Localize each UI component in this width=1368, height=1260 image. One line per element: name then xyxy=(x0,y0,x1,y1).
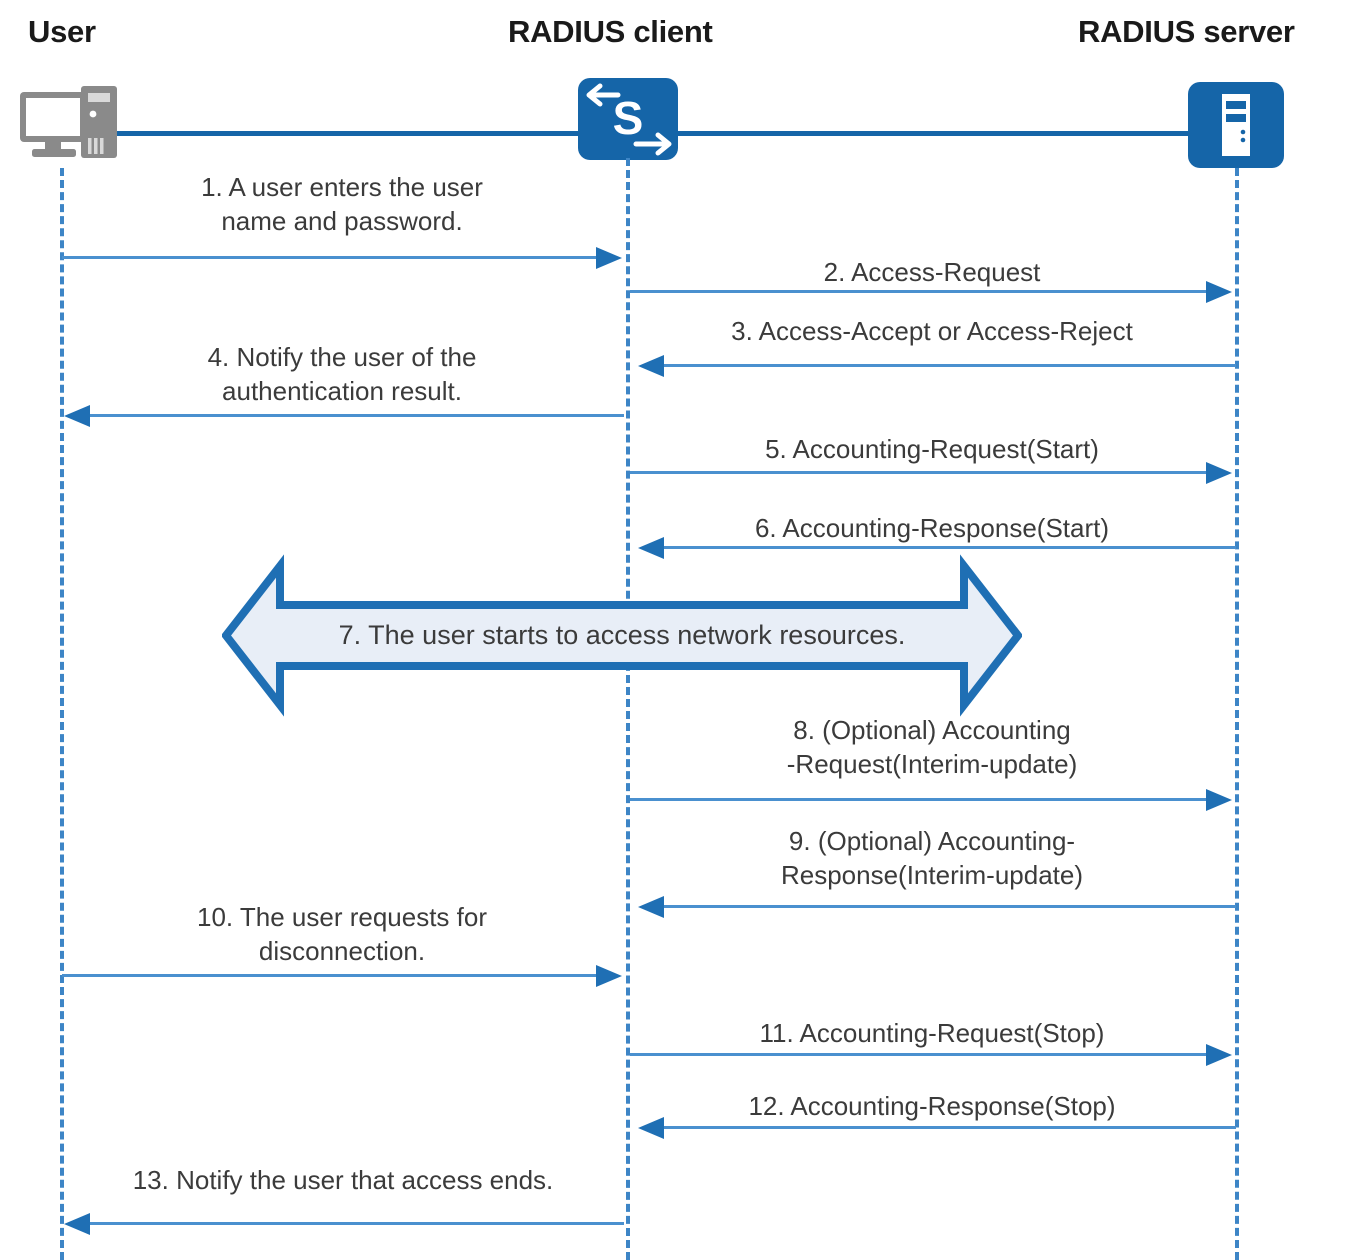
message-4-arrowhead xyxy=(64,405,90,427)
message-3-label: 3. Access-Accept or Access-Reject xyxy=(731,316,1133,346)
link-user-to-client xyxy=(104,131,582,136)
link-client-to-server xyxy=(672,131,1190,136)
column-title-client: RADIUS client xyxy=(508,14,713,49)
message-13-line xyxy=(90,1222,624,1225)
message-11-label: 11. Accounting-Request(Stop) xyxy=(759,1018,1105,1048)
message-12-line xyxy=(664,1126,1236,1129)
message-2-arrowhead xyxy=(1206,281,1232,303)
message-8-arrowhead xyxy=(1206,789,1232,811)
desktop-computer-icon xyxy=(14,80,122,170)
message-12-arrowhead xyxy=(638,1117,664,1139)
message-8-line xyxy=(630,798,1206,801)
message-6-arrowhead xyxy=(638,537,664,559)
message-4-label: 4. Notify the user of the authentication… xyxy=(207,342,477,407)
message-10-label: 10. The user requests for disconnection. xyxy=(196,902,487,967)
switch-icon: S xyxy=(578,78,678,160)
message-1-line xyxy=(62,256,596,259)
message-1-label: 1. A user enters the user name and passw… xyxy=(201,172,483,237)
message-8-label: 8. (Optional) Accounting -Request(Interi… xyxy=(786,715,1078,780)
message-6-label: 6. Accounting-Response(Start) xyxy=(754,513,1110,543)
svg-text:S: S xyxy=(613,92,644,144)
message-2-line xyxy=(630,290,1206,293)
message-11-arrowhead xyxy=(1206,1044,1232,1066)
lifeline-server xyxy=(1235,168,1239,1260)
message-9-label: 9. (Optional) Accounting- Response(Inter… xyxy=(780,826,1084,891)
message-3-line xyxy=(664,364,1236,367)
message-10-arrowhead xyxy=(596,965,622,987)
column-title-user: User xyxy=(28,14,96,49)
message-9-line xyxy=(664,905,1236,908)
message-13-arrowhead xyxy=(64,1213,90,1235)
message-5-line xyxy=(630,471,1206,474)
message-6-line xyxy=(664,546,1236,549)
lifeline-user xyxy=(60,168,64,1260)
server-icon xyxy=(1188,82,1284,168)
message-4-line xyxy=(90,414,624,417)
message-13-label: 13. Notify the user that access ends. xyxy=(132,1165,554,1195)
message-1-arrowhead xyxy=(596,247,622,269)
lifeline-client xyxy=(626,158,630,1260)
message-2-label: 2. Access-Request xyxy=(823,257,1041,287)
message-10-line xyxy=(62,974,596,977)
message-9-arrowhead xyxy=(638,896,664,918)
column-title-server: RADIUS server xyxy=(1078,14,1295,49)
message-5-label: 5. Accounting-Request(Start) xyxy=(765,434,1099,464)
block-arrow-access-resources: 7. The user starts to access network res… xyxy=(222,553,1022,718)
message-12-label: 12. Accounting-Response(Stop) xyxy=(748,1091,1116,1121)
message-11-line xyxy=(630,1053,1206,1056)
message-5-arrowhead xyxy=(1206,462,1232,484)
message-3-arrowhead xyxy=(638,355,664,377)
